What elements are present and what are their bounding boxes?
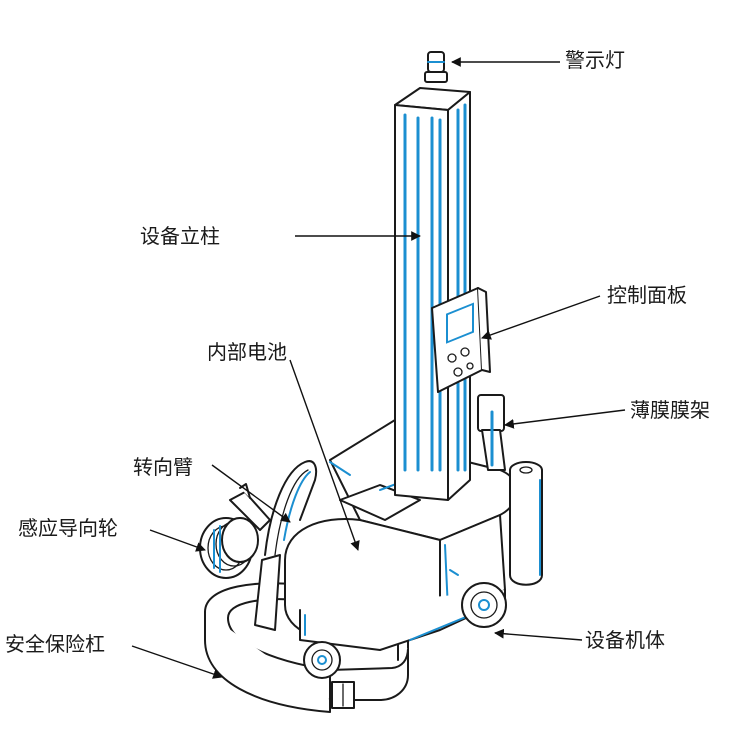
label-film-rack: 薄膜膜架 <box>630 398 710 422</box>
label-warning-light: 警示灯 <box>565 48 625 72</box>
leader-guide-wheel <box>149 529 206 552</box>
warning-light <box>424 51 448 83</box>
control-panel <box>431 287 491 393</box>
label-guide-wheel: 感应导向轮 <box>18 516 118 540</box>
front-wheel <box>303 641 341 679</box>
leader-control-panel <box>481 295 601 340</box>
guide-wheel <box>199 483 271 579</box>
leader-film-rack <box>504 409 626 429</box>
label-machine-body: 设备机体 <box>585 628 665 652</box>
film-rack <box>477 394 543 586</box>
leader-body <box>494 628 583 641</box>
leader-lines <box>131 57 626 679</box>
safety-bumper <box>204 582 409 713</box>
label-internal-battery: 内部电池 <box>207 340 287 364</box>
label-steering-arm: 转向臂 <box>133 455 193 479</box>
leader-battery <box>289 359 360 551</box>
leader-steering-arm <box>211 464 291 523</box>
rear-wheel <box>461 582 507 628</box>
equipment-column <box>394 87 471 501</box>
leader-bumper <box>131 645 223 679</box>
label-safety-bumper: 安全保险杠 <box>5 632 105 656</box>
steering-arm <box>254 460 318 631</box>
label-control-panel: 控制面板 <box>607 283 687 307</box>
label-equipment-column: 设备立柱 <box>140 224 220 248</box>
